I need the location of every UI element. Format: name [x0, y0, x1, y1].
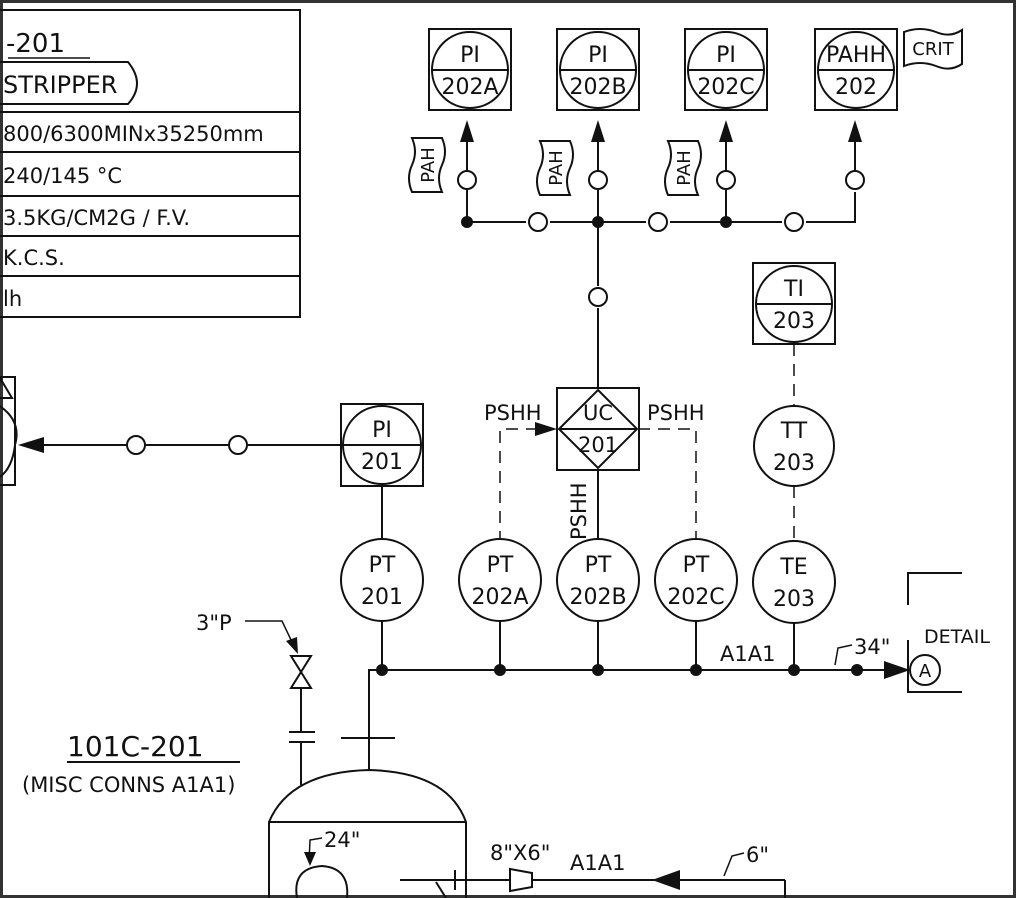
header-line-a1a1	[341, 661, 910, 770]
pah-label-2: PAH	[546, 150, 567, 186]
uc-201-number: 201	[578, 433, 618, 457]
vessel-tag: 101C-201	[67, 730, 204, 763]
instrument-pt-202b[interactable]: PT 202B	[556, 538, 640, 622]
crit-label: CRIT	[912, 39, 954, 60]
size-24-label: 24"	[324, 828, 360, 852]
instrument-pi-202b[interactable]: PI 202B	[556, 28, 640, 111]
detail-letter: A	[919, 661, 932, 682]
title-block: -201 STRIPPER 800/6300MINx35250mm 240/14…	[0, 9, 301, 318]
ti-203-function: TI	[783, 277, 804, 302]
te-203-number: 203	[773, 587, 815, 612]
title-block-name: STRIPPER	[3, 71, 117, 99]
instrument-te-203[interactable]: TE 203	[752, 540, 836, 624]
pt-202c-number: 202C	[667, 585, 724, 610]
title-block-row-pressure: 3.5KG/CM2G / F.V.	[3, 206, 190, 230]
pt-202a-function: PT	[487, 553, 514, 578]
instrument-pi-202c[interactable]: PI 202C	[684, 28, 768, 111]
title-block-row-dimensions: 800/6300MINx35250mm	[3, 122, 264, 146]
detail-label: DETAIL	[924, 626, 990, 648]
size-6-label: 6"	[746, 843, 769, 867]
a1a1-label-inlet: A1A1	[570, 851, 625, 875]
uc-201-function: UC	[583, 401, 613, 425]
pah-flag-2: PAH	[536, 140, 574, 196]
pah-flag-1: PAH	[408, 137, 446, 193]
title-block-row-temperature: 240/145 °C	[3, 164, 122, 188]
a1a1-label-header: A1A1	[720, 642, 775, 666]
tt-203-number: 203	[773, 451, 815, 476]
top-signal-bus	[457, 120, 865, 388]
te-203-function: TE	[779, 555, 807, 580]
vessel-note: (MISC CONNS A1A1)	[22, 773, 235, 797]
valve-3p[interactable]: 3"P	[196, 611, 315, 785]
pi-202a-number: 202A	[441, 75, 498, 100]
instrument-tt-203[interactable]: TT 203	[753, 405, 835, 487]
pahh-202-function: PAHH	[826, 43, 886, 68]
ti-203-number: 203	[773, 309, 815, 334]
pshh-label-left: PSHH	[484, 401, 542, 425]
title-block-row-material: K.C.S.	[3, 246, 65, 270]
pt-202a-number: 202A	[471, 585, 528, 610]
left-vessel-edge	[0, 376, 18, 486]
pt-202b-function: PT	[585, 553, 612, 578]
instrument-pahh-202[interactable]: PAHH 202	[814, 28, 898, 111]
pi-202a-function: PI	[460, 43, 480, 68]
pah-flag-3: PAH	[664, 140, 702, 196]
pshh-label-vertical: PSHH	[567, 482, 591, 540]
pi-202b-function: PI	[588, 43, 608, 68]
tt-203-function: TT	[780, 419, 808, 444]
stripper-banner	[0, 61, 138, 105]
pshh-label-right: PSHH	[647, 401, 705, 425]
crit-flag: CRIT	[903, 28, 963, 70]
instrument-uc-201[interactable]: UC 201	[556, 387, 640, 471]
pi-202c-number: 202C	[697, 75, 754, 100]
pi-202c-function: PI	[716, 43, 736, 68]
size-34-label: 34"	[854, 635, 890, 659]
detail-a-reference[interactable]: A DETAIL	[907, 572, 990, 693]
pt-202b-number: 202B	[569, 585, 626, 610]
title-block-tag: -201	[6, 29, 65, 59]
reducer-label: 8"X6"	[490, 841, 550, 865]
pah-label-1: PAH	[418, 147, 439, 183]
pahh-202-number: 202	[835, 75, 877, 100]
instrument-ti-203[interactable]: TI 203	[752, 262, 836, 345]
pah-label-3: PAH	[674, 150, 695, 186]
instrument-pt-201[interactable]: PT 201	[340, 538, 424, 622]
valve-size-label: 3"P	[196, 611, 232, 635]
title-block-row-last: lh	[3, 287, 22, 311]
pi-201-number: 201	[361, 450, 403, 475]
pt-202c-function: PT	[683, 553, 710, 578]
vessel-head: 24"	[268, 768, 467, 898]
inlet-line: 8"X6" A1A1 6"	[400, 841, 786, 898]
pt-201-number: 201	[361, 585, 403, 610]
instrument-pt-202c[interactable]: PT 202C	[654, 538, 738, 622]
pi-202b-number: 202B	[569, 75, 626, 100]
instrument-pi-202a[interactable]: PI 202A	[428, 28, 512, 111]
instrument-pi-201[interactable]: PI 201	[340, 403, 424, 487]
pt-201-function: PT	[369, 553, 396, 578]
instrument-pt-202a[interactable]: PT 202A	[458, 538, 542, 622]
pi-201-function: PI	[372, 418, 392, 443]
